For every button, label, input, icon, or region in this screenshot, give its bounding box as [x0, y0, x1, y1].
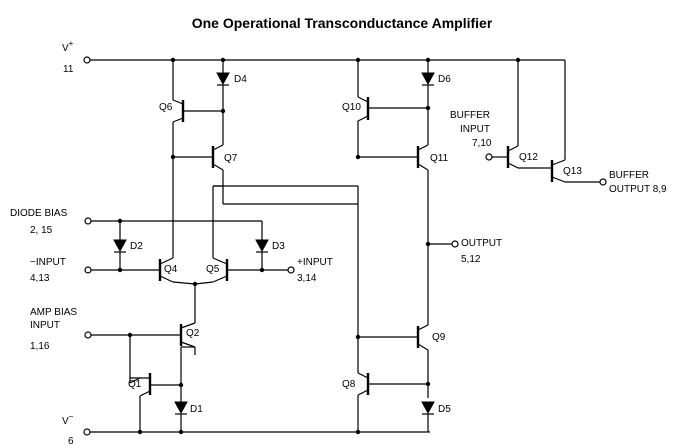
plus-input-label: +INPUT [297, 257, 333, 268]
diode-bias-pin-number: 2, 15 [30, 225, 53, 236]
amp-bias-label-2: INPUT [30, 320, 60, 331]
output-pin [451, 240, 459, 248]
q7-label: Q7 [224, 153, 238, 164]
d6-label: D6 [438, 74, 451, 85]
d3-label: D3 [272, 241, 285, 252]
d5-diode [421, 401, 435, 415]
diagram-title: One Operational Transconductance Amplifi… [192, 15, 493, 31]
d5-label: D5 [438, 404, 451, 415]
q11-label: Q11 [430, 153, 449, 164]
minus-input-pin-number: 4,13 [30, 273, 50, 284]
q9-label: Q9 [432, 332, 446, 343]
svg-text:V−: V− [62, 412, 74, 427]
q6-label: Q6 [159, 102, 173, 113]
minus-input-pin [84, 266, 92, 274]
d6-diode [421, 72, 435, 86]
d2-label: D2 [130, 241, 143, 252]
q1-label: Q1 [128, 379, 142, 390]
q4-label: Q4 [164, 264, 178, 275]
diode-bias-label: DIODE BIAS [10, 208, 68, 219]
q13-label: Q13 [563, 166, 582, 177]
q10-label: Q10 [342, 102, 361, 113]
q12-label: Q12 [519, 152, 538, 163]
amp-bias-pin-number: 1,16 [30, 341, 50, 352]
buffer-output-label-2: OUTPUT 8,9 [609, 184, 667, 195]
d4-diode [216, 72, 230, 86]
buffer-output-label-1: BUFFER [609, 170, 649, 181]
vminus-pin-number: 6 [68, 436, 74, 447]
d4-label: D4 [234, 74, 247, 85]
vplus-label: V [62, 43, 69, 54]
buffer-input-pin-number: 7,10 [472, 138, 492, 149]
svg-text:V+: V+ [62, 39, 74, 54]
minus-input-label: −INPUT [30, 257, 66, 268]
d1-label: D1 [190, 404, 203, 415]
vminus-pin [83, 428, 91, 436]
plus-input-pin-number: 3,14 [297, 273, 317, 284]
vminus-sup: − [69, 412, 74, 421]
plus-input-pin [287, 266, 295, 274]
buffer-output-pin [599, 178, 607, 186]
vminus-label: V [62, 416, 69, 427]
output-pin-number: 5,12 [461, 254, 481, 265]
vplus-pin [83, 56, 91, 64]
q2-label: Q2 [186, 328, 200, 339]
amp-bias-label-1: AMP BIAS [30, 307, 77, 318]
d2-diode [113, 239, 127, 253]
diode-bias-pin [84, 217, 92, 225]
vplus-pin-number: 11 [63, 64, 74, 75]
buffer-input-pin [485, 153, 493, 161]
d1-diode [174, 401, 188, 415]
amp-bias-pin [84, 331, 92, 339]
buffer-input-label-2: INPUT [460, 124, 490, 135]
output-label: OUTPUT [461, 238, 502, 249]
d3-diode [255, 239, 269, 253]
buffer-input-label-1: BUFFER [450, 110, 490, 121]
q5-label: Q5 [206, 264, 220, 275]
q8-label: Q8 [342, 379, 356, 390]
vplus-sup: + [69, 39, 74, 48]
